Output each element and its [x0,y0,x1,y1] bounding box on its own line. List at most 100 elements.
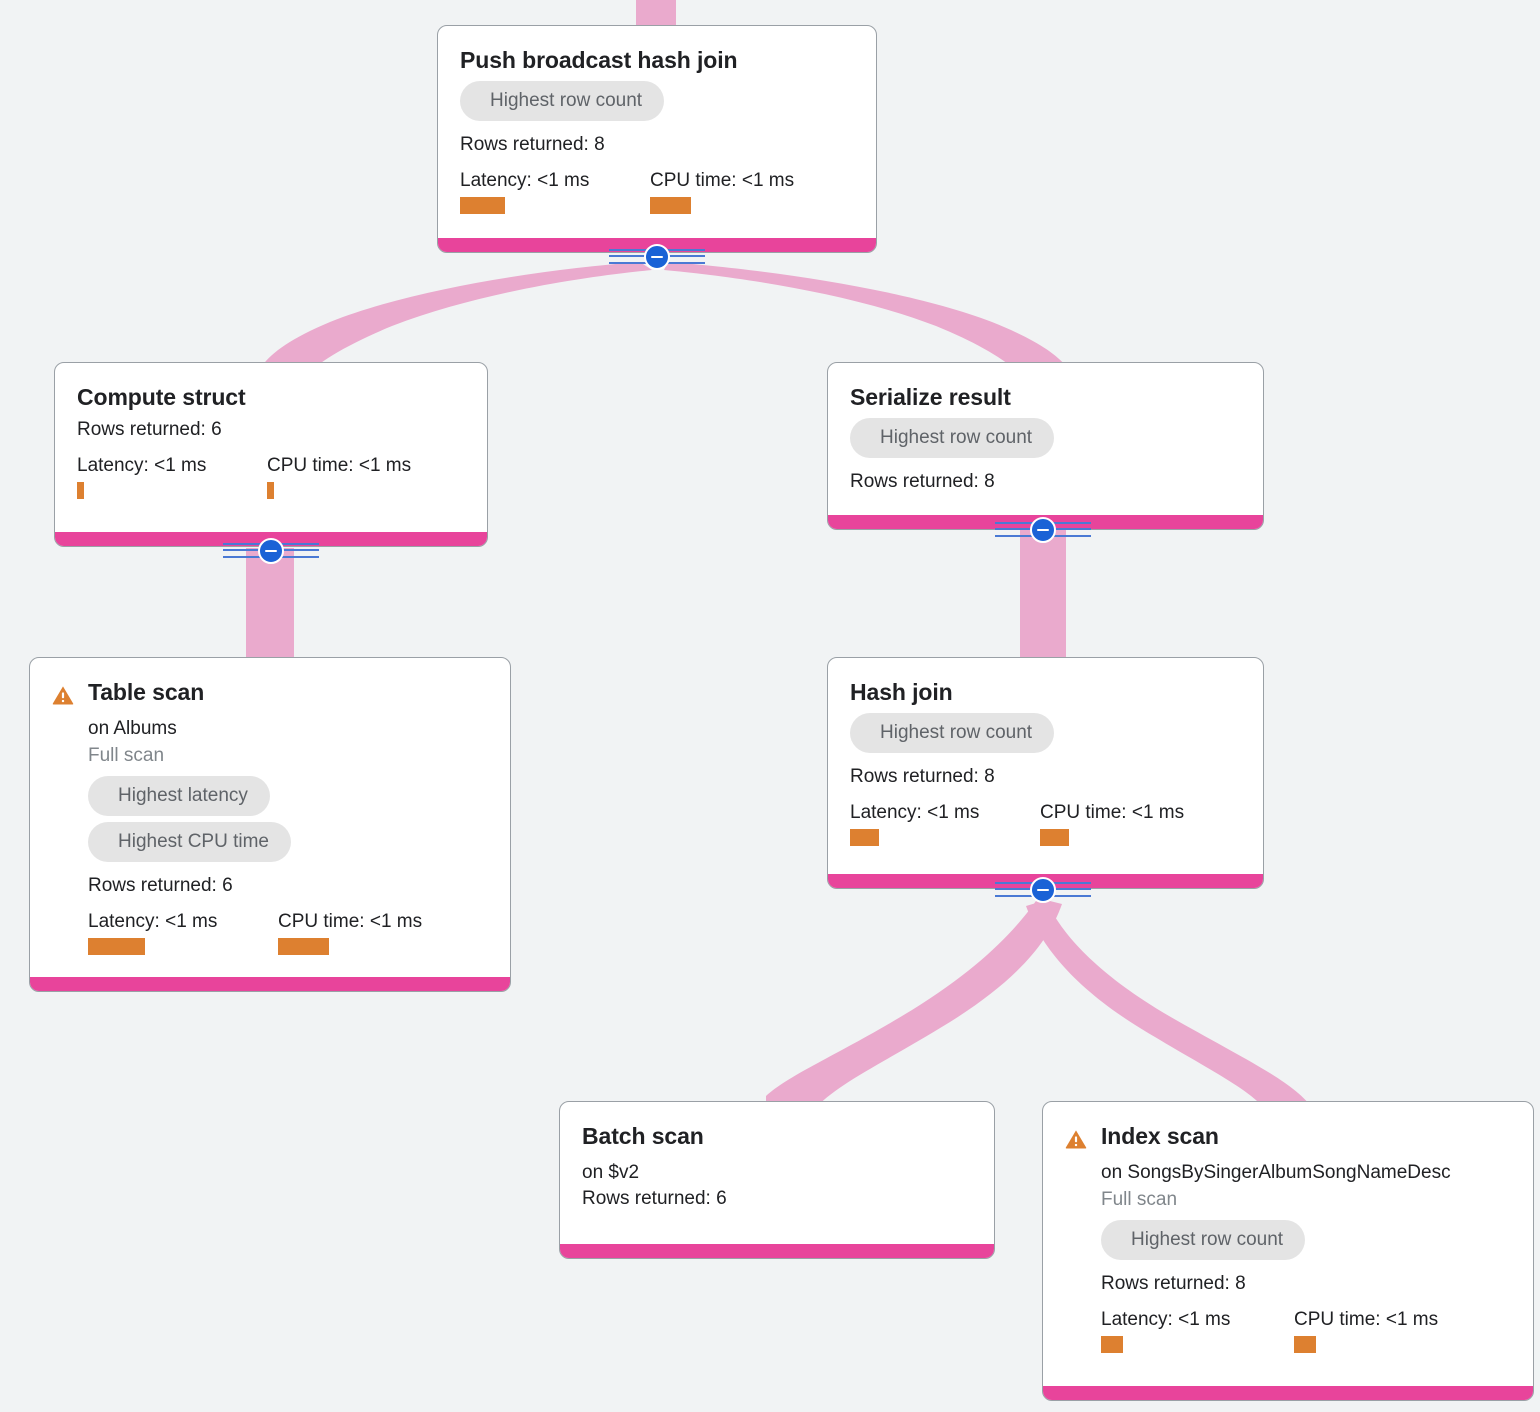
node-scan-type: Full scan [88,745,165,767]
node-body: Table scan on Albums Full scan Highest l… [30,658,510,977]
plan-node-hash-join[interactable]: Hash join Highest row count Rows returne… [827,657,1264,889]
rows-returned: Rows returned: 8 [850,470,995,492]
node-subtitle: on $v2 [582,1161,640,1183]
node-subtitle: on Albums [88,717,177,739]
node-body: Index scan on SongsBySingerAlbumSongName… [1043,1102,1533,1386]
rows-returned: Rows returned: 8 [460,133,605,155]
node-title: Index scan [1101,1123,1219,1149]
minus-icon[interactable] [1030,877,1056,903]
cpu-label: CPU time: <1 ms [650,169,795,191]
latency-metric: Latency: <1 ms [88,911,278,955]
latency-metric: Latency: <1 ms [850,802,1040,846]
node-body: Compute struct Rows returned: 6 Latency:… [55,363,487,532]
node-title: Serialize result [850,384,1011,410]
latency-metric: Latency: <1 ms [1101,1309,1294,1353]
status-badge: Highest row count [460,80,665,121]
node-footer-bar [30,977,510,991]
status-badge: Highest latency [88,775,270,816]
node-header-text: Batch scan on $v2 [582,1122,972,1186]
edge-hash-join-to-index-scan [1026,900,1314,1110]
node-header-text: Index scan on SongsBySingerAlbumSongName… [1101,1122,1511,1353]
minus-icon[interactable] [258,538,284,564]
node-subtitle: on SongsBySingerAlbumSongNameDesc [1101,1161,1451,1183]
node-header-text: Table scan on Albums Full scan Highest l… [88,678,488,955]
edge-serialize-result-to-hash-join [1020,530,1066,666]
edge-incoming-root [636,0,676,26]
plan-node-serialize-result[interactable]: Serialize result Highest row count Rows … [827,362,1264,530]
plan-node-batch-scan[interactable]: Batch scan on $v2 Rows returned: 6 [559,1101,995,1259]
rows-returned: Rows returned: 6 [77,418,222,440]
plan-node-compute-struct[interactable]: Compute struct Rows returned: 6 Latency:… [54,362,488,547]
warning-icon [52,686,74,705]
plan-node-table-scan[interactable]: Table scan on Albums Full scan Highest l… [29,657,511,992]
node-header: Push broadcast hash join [460,46,854,75]
latency-metric: Latency: <1 ms [460,170,650,214]
rows-returned: Rows returned: 8 [1101,1272,1246,1294]
node-metrics: Latency: <1 ms CPU time: <1 ms [460,170,854,214]
latency-label: Latency: <1 ms [1101,1308,1231,1330]
minus-icon[interactable] [1030,517,1056,543]
node-header-text: Hash join [850,678,1241,707]
status-badge: Highest row count [850,712,1055,753]
collapse-toggle-compute-struct[interactable] [223,536,319,566]
node-title: Push broadcast hash join [460,47,738,73]
node-scan-type: Full scan [1101,1189,1178,1211]
status-badge: Highest row count [850,417,1055,458]
latency-bar [460,196,505,214]
node-body: Hash join Highest row count Rows returne… [828,658,1263,874]
cpu-bar [1040,828,1069,846]
latency-bar [88,937,145,955]
node-footer-bar [560,1244,994,1258]
node-badges: Highest row count [1101,1219,1511,1266]
cpu-label: CPU time: <1 ms [267,454,412,476]
node-metrics: Latency: <1 ms CPU time: <1 ms [850,802,1241,846]
cpu-label: CPU time: <1 ms [1040,801,1185,823]
node-header: Hash join [850,678,1241,707]
node-badges: Highest row count [850,712,1241,759]
latency-label: Latency: <1 ms [460,169,590,191]
cpu-label: CPU time: <1 ms [278,910,423,932]
edge-hash-join-to-batch-scan [766,898,1062,1110]
node-header: Serialize result [850,383,1241,412]
cpu-label: CPU time: <1 ms [1294,1308,1439,1330]
latency-bar [1101,1335,1123,1353]
cpu-bar [267,481,274,499]
node-badges: Highest row count [850,417,1241,464]
cpu-metric: CPU time: <1 ms [1294,1309,1438,1353]
plan-node-index-scan[interactable]: Index scan on SongsBySingerAlbumSongName… [1042,1101,1534,1401]
cpu-metric: CPU time: <1 ms [278,911,422,955]
node-title: Batch scan [582,1123,704,1149]
cpu-metric: CPU time: <1 ms [650,170,794,214]
latency-label: Latency: <1 ms [850,801,980,823]
rows-returned: Rows returned: 6 [88,874,233,896]
rows-returned: Rows returned: 6 [582,1188,727,1210]
latency-bar [850,828,879,846]
cpu-bar [650,196,691,214]
minus-icon[interactable] [644,244,670,270]
node-header: Table scan on Albums Full scan Highest l… [52,678,488,955]
node-badges: Highest latency Highest CPU time [88,775,488,868]
node-metrics: Latency: <1 ms CPU time: <1 ms [77,455,465,499]
node-body: Push broadcast hash join Highest row cou… [438,26,876,238]
cpu-bar [278,937,329,955]
cpu-bar [1294,1335,1316,1353]
latency-label: Latency: <1 ms [88,910,218,932]
node-header-text: Push broadcast hash join [460,46,854,75]
node-header: Batch scan on $v2 [582,1122,972,1186]
node-body: Batch scan on $v2 Rows returned: 6 [560,1102,994,1244]
collapse-toggle-push-broadcast-hash-join[interactable] [609,242,705,272]
node-metrics: Latency: <1 ms CPU time: <1 ms [1101,1309,1511,1353]
collapse-toggle-hash-join[interactable] [995,875,1091,905]
node-body: Serialize result Highest row count Rows … [828,363,1263,515]
node-title: Table scan [88,679,205,705]
node-footer-bar [1043,1386,1533,1400]
collapse-toggle-serialize-result[interactable] [995,515,1091,545]
rows-returned: Rows returned: 8 [850,765,995,787]
node-header: Compute struct [77,383,465,412]
node-header-text: Compute struct [77,383,465,412]
node-header-text: Serialize result [850,383,1241,412]
status-badge: Highest CPU time [88,821,291,862]
plan-node-push-broadcast-hash-join[interactable]: Push broadcast hash join Highest row cou… [437,25,877,253]
node-badges: Highest row count [460,80,854,127]
